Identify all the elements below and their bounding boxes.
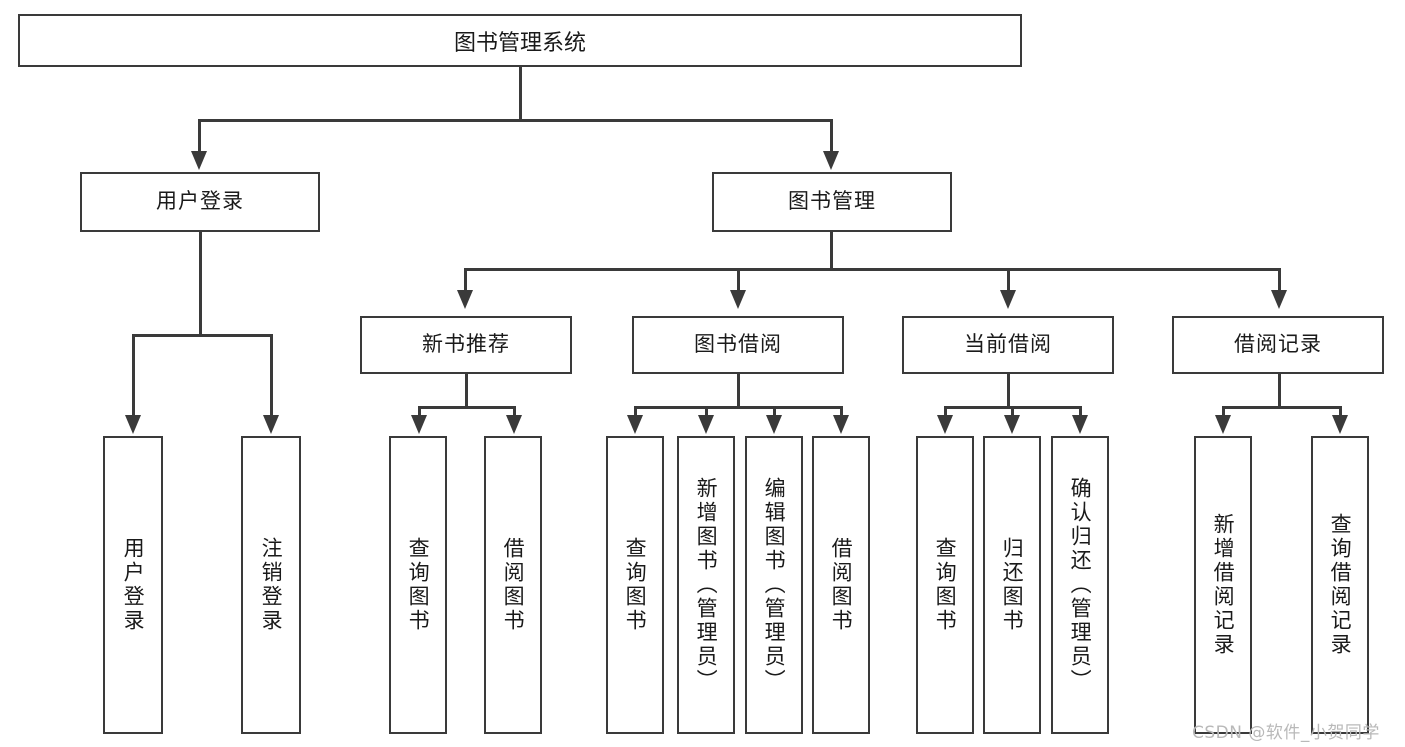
connector-level3-drop-3 bbox=[1007, 268, 1010, 292]
arrow-to-leaf-confirm-return bbox=[1072, 415, 1088, 434]
connector-cb-drop-2 bbox=[1011, 406, 1014, 418]
node-label: 新书推荐 bbox=[422, 332, 510, 357]
node-label: 借阅记录 bbox=[1234, 332, 1322, 357]
leaf-add-book[interactable]: 新增图书（管理员） bbox=[677, 436, 735, 734]
arrow-to-leaf-borrow-book-2 bbox=[833, 415, 849, 434]
connector-level2-left-drop bbox=[198, 119, 201, 153]
arrow-to-leaf-edit-book bbox=[766, 415, 782, 434]
node-book-management[interactable]: 图书管理 bbox=[712, 172, 952, 232]
node-label: 借阅图书 bbox=[501, 537, 526, 633]
connector-nbr-stem bbox=[465, 374, 468, 408]
leaf-edit-book[interactable]: 编辑图书（管理员） bbox=[745, 436, 803, 734]
arrow-to-leaf-query-record bbox=[1332, 415, 1348, 434]
connector-bb-bus bbox=[634, 406, 842, 409]
leaf-borrow-book-1[interactable]: 借阅图书 bbox=[484, 436, 542, 734]
leaf-query-book-2[interactable]: 查询图书 bbox=[606, 436, 664, 734]
connector-bb-drop-1 bbox=[634, 406, 637, 418]
connector-level2-right-drop bbox=[830, 119, 833, 153]
connector-user-login-drop-2 bbox=[270, 334, 273, 418]
csdn-watermark: CSDN @软件_小贺同学 bbox=[1192, 723, 1380, 743]
connector-user-login-bus bbox=[132, 334, 272, 337]
arrow-to-leaf-add-record bbox=[1215, 415, 1231, 434]
connector-root-stem bbox=[519, 67, 522, 119]
leaf-add-record[interactable]: 新增借阅记录 bbox=[1194, 436, 1252, 734]
leaf-logout-login[interactable]: 注销登录 bbox=[241, 436, 301, 734]
leaf-query-record[interactable]: 查询借阅记录 bbox=[1311, 436, 1369, 734]
arrow-to-book-borrow bbox=[730, 290, 746, 309]
arrow-to-leaf-user-login bbox=[125, 415, 141, 434]
connector-level3-drop-4 bbox=[1278, 268, 1281, 292]
node-label: 新增图书（管理员） bbox=[694, 477, 719, 693]
connector-bb-drop-4 bbox=[840, 406, 843, 418]
node-label: 查询图书 bbox=[623, 537, 648, 633]
node-label: 查询图书 bbox=[933, 537, 958, 633]
node-label: 注销登录 bbox=[259, 537, 284, 633]
leaf-borrow-book-2[interactable]: 借阅图书 bbox=[812, 436, 870, 734]
connector-nbr-drop-2 bbox=[513, 406, 516, 418]
node-label: 确认归还（管理员） bbox=[1068, 477, 1093, 693]
leaf-user-login[interactable]: 用户登录 bbox=[103, 436, 163, 734]
node-user-login[interactable]: 用户登录 bbox=[80, 172, 320, 232]
node-current-borrow[interactable]: 当前借阅 bbox=[902, 316, 1114, 374]
node-label: 查询图书 bbox=[406, 537, 431, 633]
node-label: 归还图书 bbox=[1000, 537, 1025, 633]
connector-level2-bus bbox=[198, 119, 832, 122]
node-label: 图书管理 bbox=[788, 189, 876, 214]
node-root-system[interactable]: 图书管理系统 bbox=[18, 14, 1022, 67]
connector-br-drop-2 bbox=[1339, 406, 1342, 418]
node-borrow-record[interactable]: 借阅记录 bbox=[1172, 316, 1384, 374]
connector-level3-drop-2 bbox=[737, 268, 740, 292]
leaf-query-book-1[interactable]: 查询图书 bbox=[389, 436, 447, 734]
arrow-to-leaf-add-book bbox=[698, 415, 714, 434]
connector-br-stem bbox=[1278, 374, 1281, 408]
arrow-to-borrow-record bbox=[1271, 290, 1287, 309]
connector-user-login-stem bbox=[199, 232, 202, 336]
connector-level3-bus bbox=[464, 268, 1280, 271]
connector-book-management-stem bbox=[830, 232, 833, 270]
arrow-to-leaf-query-book-1 bbox=[411, 415, 427, 434]
arrow-to-leaf-return-book bbox=[1004, 415, 1020, 434]
node-label: 图书借阅 bbox=[694, 332, 782, 357]
leaf-confirm-return[interactable]: 确认归还（管理员） bbox=[1051, 436, 1109, 734]
connector-nbr-drop-1 bbox=[418, 406, 421, 418]
connector-br-bus bbox=[1222, 406, 1341, 409]
node-label: 用户登录 bbox=[156, 189, 244, 214]
connector-bb-drop-3 bbox=[773, 406, 776, 418]
node-label: 当前借阅 bbox=[964, 332, 1052, 357]
leaf-return-book[interactable]: 归还图书 bbox=[983, 436, 1041, 734]
node-new-book-recommend[interactable]: 新书推荐 bbox=[360, 316, 572, 374]
arrow-to-user-login bbox=[191, 151, 207, 170]
connector-bb-stem bbox=[737, 374, 740, 408]
leaf-query-book-3[interactable]: 查询图书 bbox=[916, 436, 974, 734]
connector-bb-drop-2 bbox=[705, 406, 708, 418]
node-label: 图书管理系统 bbox=[453, 30, 586, 56]
connector-nbr-bus bbox=[418, 406, 516, 409]
connector-user-login-drop-1 bbox=[132, 334, 135, 418]
arrow-to-new-book-recommend bbox=[457, 290, 473, 309]
connector-cb-drop-3 bbox=[1079, 406, 1082, 418]
connector-cb-drop-1 bbox=[944, 406, 947, 418]
node-label: 编辑图书（管理员） bbox=[762, 477, 787, 693]
connector-cb-stem bbox=[1007, 374, 1010, 408]
arrow-to-leaf-query-book-2 bbox=[627, 415, 643, 434]
arrow-to-current-borrow bbox=[1000, 290, 1016, 309]
node-label: 用户登录 bbox=[121, 537, 146, 633]
node-label: 新增借阅记录 bbox=[1211, 513, 1236, 657]
connector-level3-drop-1 bbox=[464, 268, 467, 292]
arrow-to-book-management bbox=[823, 151, 839, 170]
node-label: 借阅图书 bbox=[829, 537, 854, 633]
node-label: 查询借阅记录 bbox=[1328, 513, 1353, 657]
arrow-to-leaf-query-book-3 bbox=[937, 415, 953, 434]
connector-br-drop-1 bbox=[1222, 406, 1225, 418]
arrow-to-leaf-logout-login bbox=[263, 415, 279, 434]
node-book-borrow[interactable]: 图书借阅 bbox=[632, 316, 844, 374]
arrow-to-leaf-borrow-book-1 bbox=[506, 415, 522, 434]
